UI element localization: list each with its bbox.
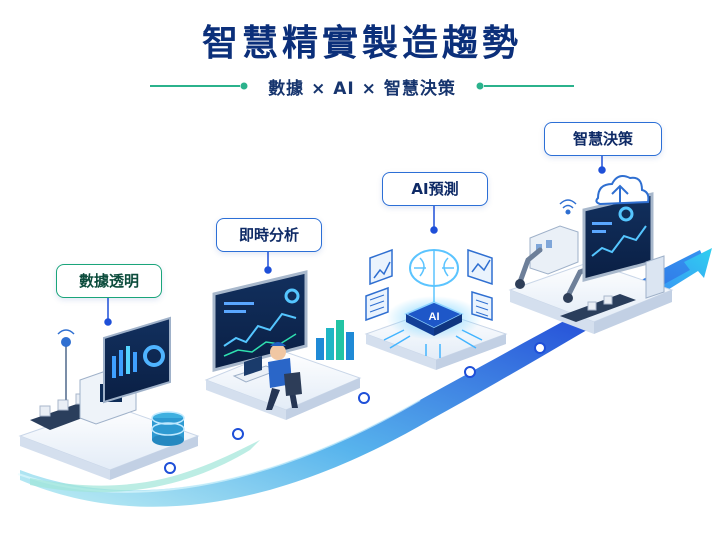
growth-ribbon	[17, 250, 705, 507]
subtitle: 數據 × AI × 智慧決策	[268, 79, 456, 99]
stage-3-platform: AI	[364, 248, 508, 370]
floating-chart-right	[467, 248, 493, 286]
subtitle-decoration	[150, 82, 574, 90]
floating-table-right	[471, 290, 493, 322]
stage-4-platform	[508, 175, 674, 334]
trend-arrow	[650, 248, 712, 296]
page-title: 智慧精實製造趨勢	[201, 23, 522, 64]
brain-icon	[409, 249, 459, 302]
stage-label-realtime-analysis: 即時分析	[216, 218, 322, 252]
stage-1-platform	[18, 316, 200, 480]
route-dots	[164, 342, 546, 474]
cloud-upload-icon	[595, 175, 650, 206]
wifi-icon	[559, 199, 577, 215]
subtitle-row: 數據 × AI × 智慧決策	[0, 74, 724, 99]
stage-label-data-transparency: 數據透明	[56, 264, 162, 298]
floating-calendar-left	[365, 286, 389, 322]
floating-chart-left	[369, 248, 393, 286]
stage-label-ai-prediction: AI預測	[382, 172, 488, 206]
stage-2-platform	[204, 270, 362, 420]
stage-label-smart-decision: 智慧決策	[544, 122, 662, 156]
label-connectors	[104, 154, 606, 326]
ai-chip-text: AI	[429, 311, 440, 323]
